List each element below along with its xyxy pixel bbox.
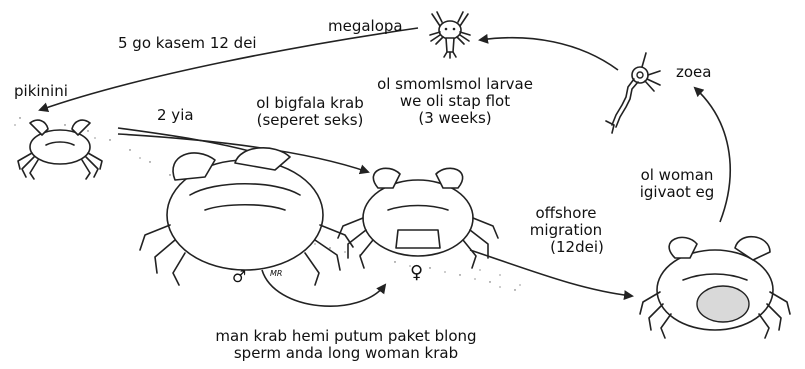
juvenile-label: pikinini (14, 83, 68, 100)
adults-label-line-2: (seperet seks) (245, 112, 375, 129)
duration-adult-label: 5 go kasem 12 dei (118, 35, 257, 52)
migration-label-line-1: offshore (511, 205, 621, 222)
mating-label: man krab hemi putum paket blong sperm an… (176, 328, 516, 362)
zoea-larva (606, 53, 660, 133)
female-symbol: ♀ (410, 264, 423, 281)
arrow-zoea-to-megalopa (480, 38, 618, 70)
female-eggs-label-line-2: igivaot eg (622, 184, 732, 201)
larvae-label-line-1: ol smomlsmol larvae (365, 76, 545, 93)
adults-label-line-1: ol bigfala krab (245, 95, 375, 112)
megalopa-larva (430, 12, 470, 58)
migration-label: offshore migration (12dei) (511, 205, 621, 256)
two-years-label: 2 yia (157, 107, 194, 124)
arrow-offshore-migration (470, 250, 632, 296)
migration-label-line-3: (12dei) (511, 239, 621, 256)
artist-signature: MR (270, 265, 282, 282)
mating-label-line-1: man krab hemi putum paket blong (176, 328, 516, 345)
egg-bearing-female-crab (640, 237, 790, 338)
male-symbol: ♂ (232, 268, 246, 285)
male-adult-crab (140, 148, 353, 285)
larvae-label: ol smomlsmol larvae we oli stap flot (3 … (365, 76, 545, 127)
zoea-label: zoea (676, 64, 711, 81)
migration-label-line-2: migration (511, 222, 621, 239)
larvae-label-line-2: we oli stap flot (365, 93, 545, 110)
mating-label-line-2: sperm anda long woman krab (176, 345, 516, 362)
adults-label: ol bigfala krab (seperet seks) (245, 95, 375, 129)
juvenile-crab (18, 120, 102, 179)
larvae-label-line-3: (3 weeks) (365, 110, 545, 127)
arrow-eggs-to-zoea (695, 88, 730, 222)
female-eggs-label-line-1: ol woman (622, 167, 732, 184)
female-adult-crab (338, 168, 498, 268)
female-eggs-label: ol woman igivaot eg (622, 167, 732, 201)
megalopa-label: megalopa (328, 18, 403, 35)
